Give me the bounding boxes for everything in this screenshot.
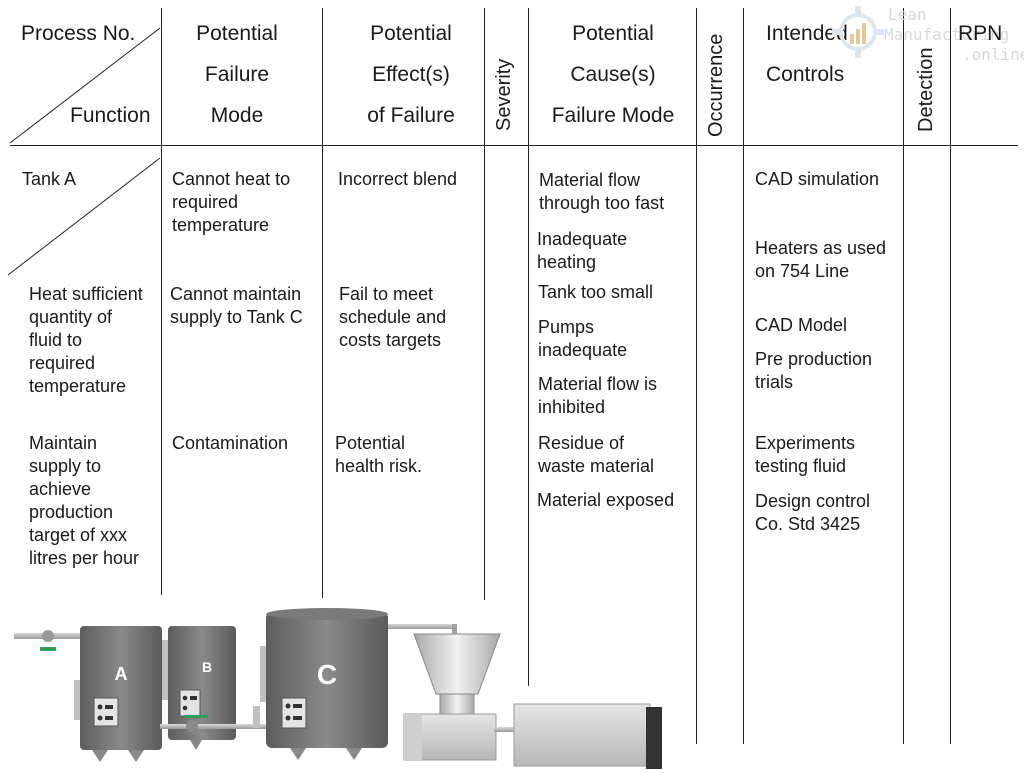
inlet-pipe bbox=[14, 630, 82, 651]
control-1: CAD simulation bbox=[755, 169, 880, 189]
effect-1: Incorrect blend bbox=[338, 169, 458, 189]
cause-1: Material flow through too fast bbox=[539, 170, 665, 213]
header-process-no: Process No. bbox=[21, 22, 136, 45]
column-divider-3 bbox=[484, 8, 485, 600]
effect-3: Potential health risk. bbox=[335, 433, 423, 476]
tank-b: B bbox=[162, 626, 236, 750]
cause-5: Material flow is inhibited bbox=[538, 374, 658, 417]
column-divider-4 bbox=[528, 8, 529, 686]
logo-line-1: Lean bbox=[888, 5, 927, 24]
column-divider-6 bbox=[743, 8, 744, 744]
failure-mode-2: Cannot maintain supply to Tank C bbox=[170, 284, 303, 327]
logo-line-3: .online bbox=[962, 45, 1024, 64]
header-controls: Intended Controls bbox=[766, 22, 848, 86]
cause-4: Pumps inadequate bbox=[538, 317, 628, 360]
process-name: Tank A bbox=[22, 169, 77, 189]
function-2: Maintain supply to achieve production ta… bbox=[29, 433, 140, 568]
header-function: Function bbox=[70, 104, 151, 127]
failure-mode-1: Cannot heat to required temperature bbox=[172, 169, 291, 235]
hopper-feed-pipe bbox=[388, 624, 457, 634]
control-6: Design control Co. Std 3425 bbox=[755, 491, 871, 534]
cause-3: Tank too small bbox=[538, 282, 654, 302]
header-failure-mode: Potential Failure Mode bbox=[196, 22, 278, 127]
cause-7: Material exposed bbox=[537, 490, 675, 510]
logo-line-2: Manufacturing bbox=[884, 25, 1010, 44]
column-divider-1 bbox=[161, 8, 162, 595]
header-occurrence: Occurrence bbox=[705, 33, 727, 137]
process-equipment-illustration: A B C bbox=[14, 608, 662, 769]
tank-a: A bbox=[74, 626, 162, 762]
control-4: Pre production trials bbox=[755, 349, 873, 392]
function-1: Heat sufficient quantity of fluid to req… bbox=[29, 284, 143, 396]
connecting-pipe bbox=[160, 706, 270, 732]
control-3: CAD Model bbox=[755, 315, 848, 335]
tank-c: C bbox=[260, 608, 388, 760]
hopper bbox=[403, 633, 501, 761]
control-5: Experiments testing fluid bbox=[755, 433, 856, 476]
tank-c-label: C bbox=[317, 659, 337, 690]
header-bottom-rule bbox=[10, 145, 1018, 146]
lean-manufacturing-logo: Lean Manufacturing .online bbox=[830, 4, 1024, 64]
effect-2: Fail to meet schedule and costs targets bbox=[339, 284, 447, 350]
column-divider-8 bbox=[950, 8, 951, 744]
cause-6: Residue of waste material bbox=[538, 433, 655, 476]
tank-a-label: A bbox=[115, 664, 128, 684]
header-severity: Severity bbox=[493, 58, 515, 131]
tank-b-label: B bbox=[202, 659, 212, 675]
gear-icon bbox=[832, 6, 884, 58]
diagonal-dividers bbox=[7, 27, 161, 276]
column-divider-7 bbox=[903, 8, 904, 744]
header-rpn: RPN bbox=[958, 22, 1003, 45]
header-effects: Potential Effect(s) of Failure bbox=[367, 22, 455, 127]
output-unit bbox=[494, 703, 662, 769]
failure-mode-3: Contamination bbox=[172, 433, 289, 453]
control-2: Heaters as used on 754 Line bbox=[755, 238, 887, 281]
column-divider-2 bbox=[322, 8, 323, 598]
cause-2: Inadequate heating bbox=[537, 229, 628, 272]
header-causes: Potential Cause(s) Failure Mode bbox=[551, 22, 675, 127]
column-divider-5 bbox=[696, 8, 697, 744]
